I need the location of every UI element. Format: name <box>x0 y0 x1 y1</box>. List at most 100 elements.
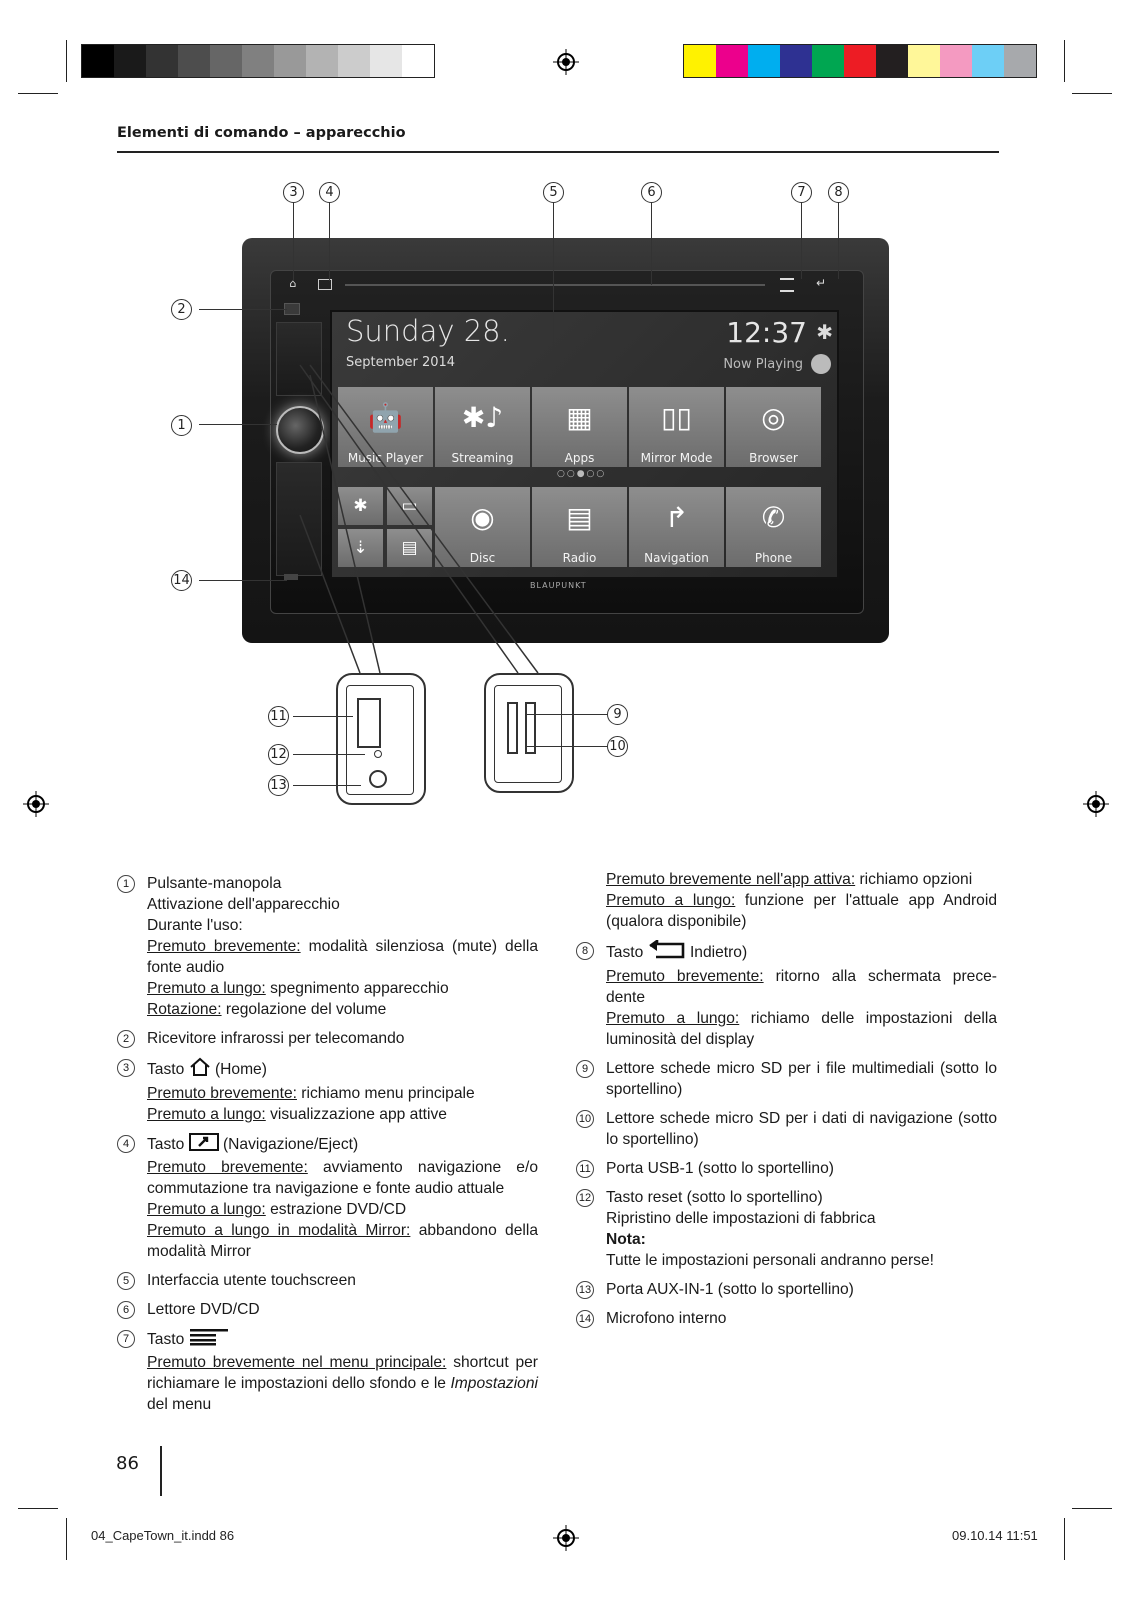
tile-apps[interactable]: ▦ Apps <box>532 387 627 467</box>
mini-usb-icon[interactable]: ⇣ <box>338 529 383 567</box>
swatch <box>716 45 748 77</box>
description-text: del menu <box>147 1396 212 1413</box>
bluetooth-music-icon: ✱♪ <box>461 401 504 434</box>
legend-item: Premuto brevemente nell'app attiva: rich… <box>576 869 997 932</box>
now-playing-label[interactable]: Now Playing <box>723 357 803 372</box>
legend-number: 14 <box>576 1310 594 1328</box>
callout-9: 9 <box>607 704 628 725</box>
description-text: Lettore DVD/CD <box>147 1301 260 1318</box>
tile-phone[interactable]: ✆ Phone <box>726 487 821 567</box>
header-rule <box>117 151 999 153</box>
nav-eject-button[interactable] <box>318 279 332 290</box>
legend-line: Ricevitore infrarossi per telecomando <box>147 1028 538 1049</box>
legend-line: Microfono interno <box>606 1308 997 1329</box>
tile-disc[interactable]: ◉ Disc <box>435 487 530 567</box>
tile-streaming[interactable]: ✱♪ Streaming <box>435 387 530 467</box>
swatch <box>338 45 370 77</box>
right-column: Premuto brevemente nell'app attiva: rich… <box>576 869 997 1337</box>
description-text: Microfono interno <box>606 1310 727 1327</box>
callout-8: 8 <box>828 182 849 203</box>
crop-mark <box>1064 1518 1065 1560</box>
swatch <box>812 45 844 77</box>
now-playing-disc-icon[interactable] <box>811 354 831 374</box>
heading-text: Tasto <box>147 1331 189 1349</box>
leader-line <box>293 201 294 281</box>
description-text: shortcut per richiamare le impostazioni … <box>147 1354 538 1392</box>
legend-line: Premuto brevemente nel menu principale: … <box>147 1352 538 1415</box>
heading-text: Tasto <box>606 944 648 962</box>
back-button[interactable]: ↵ <box>816 276 827 290</box>
swatch <box>876 45 908 77</box>
legend-item: 14 Microfono interno <box>576 1308 997 1329</box>
brand-logo: BLAUPUNKT <box>530 581 587 590</box>
description-text: regolazione del volume <box>221 1001 387 1018</box>
mini-bt-music-icon[interactable]: ✱ <box>338 487 383 525</box>
mini-sd-icon[interactable]: ▤ <box>387 529 432 567</box>
legend-line: Premuto a lungo: funzione per l'attuale … <box>606 890 997 932</box>
file-slug: 04_CapeTown_it.indd 86 <box>91 1528 235 1543</box>
note-label: Nota: <box>606 1231 646 1248</box>
heading-text: Tasto <box>147 1136 189 1154</box>
page-number-bar <box>160 1446 162 1496</box>
tile-label: Music Player <box>347 451 424 465</box>
heading-text: (Home) <box>210 1061 267 1079</box>
swatch <box>274 45 306 77</box>
description-text: Tutte le impostazioni personali andranno… <box>606 1252 934 1269</box>
tile-mirror-mode[interactable]: ▯▯ Mirror Mode <box>629 387 724 467</box>
legend-line: Attivazione dell'apparecchio <box>147 894 538 915</box>
legend-number: 1 <box>117 875 135 893</box>
tile-browser[interactable]: ◎ Browser <box>726 387 821 467</box>
device-figure: ⌂ ↵ Sunday 28. September 2014 12:37 ✱ No… <box>0 170 1131 830</box>
zoom-detail-right-inner <box>494 685 562 783</box>
legend-number: 13 <box>576 1281 594 1299</box>
legend-line: Premuto brevemente nell'app attiva: rich… <box>606 869 997 890</box>
swatch <box>306 45 338 77</box>
legend-line: Lettore DVD/CD <box>147 1299 538 1320</box>
sd-slot-navigation <box>525 702 536 754</box>
zoom-detail-left-inner <box>346 685 414 795</box>
screen-day: Sunday 28. <box>346 314 510 348</box>
tile-radio[interactable]: ▤ Radio <box>532 487 627 567</box>
leader-line <box>651 201 652 285</box>
description-text: Lettore schede micro SD per i dati di na… <box>606 1110 997 1148</box>
action-label: Premuto a lungo: <box>606 1010 740 1027</box>
description-text: visualizzazione app attive <box>265 1106 447 1123</box>
legend-number: 6 <box>117 1301 135 1319</box>
tile-music-player[interactable]: 🤖 Music Player <box>338 387 433 467</box>
callout-13: 13 <box>268 775 289 796</box>
tile-label: Streaming <box>451 451 514 465</box>
home-button[interactable]: ⌂ <box>289 277 297 290</box>
crop-mark <box>1072 1508 1112 1509</box>
legend-line: Premuto a lungo: richiamo delle impostaz… <box>606 1008 997 1050</box>
description-text: Porta USB-1 (sotto lo sportellino) <box>606 1160 834 1177</box>
legend-number: 12 <box>576 1189 594 1207</box>
tile-navigation[interactable]: ↱ Navigation <box>629 487 724 567</box>
leader-line <box>293 785 361 786</box>
description-text: Pulsante-manopola <box>147 875 282 892</box>
crop-mark <box>1072 93 1112 94</box>
mirror-icon: ▯▯ <box>661 401 692 434</box>
swatch <box>780 45 812 77</box>
leader-line <box>199 424 277 425</box>
description-text: richiamo menu principale <box>296 1085 475 1102</box>
heading-text: Tasto <box>147 1061 189 1079</box>
description-text: spegnimento apparecchio <box>265 980 449 997</box>
legend-line: Premuto brevemente: avviamento navigazio… <box>147 1157 538 1199</box>
swatch <box>940 45 972 77</box>
section-title: Elementi di comando – apparecchio <box>117 125 406 141</box>
crop-mark <box>66 1518 67 1560</box>
description-text: Porta AUX-IN-1 (sotto lo sportellino) <box>606 1281 854 1298</box>
legend-line: Ripristino delle impostazioni di fabbric… <box>606 1208 997 1229</box>
menu-button[interactable] <box>780 278 794 292</box>
crop-mark <box>18 1508 58 1509</box>
bluetooth-icon: ✱ <box>816 320 833 344</box>
swatch <box>370 45 402 77</box>
registration-mark-icon <box>1083 791 1109 817</box>
tile-label: Apps <box>564 451 595 465</box>
touchscreen[interactable]: Sunday 28. September 2014 12:37 ✱ Now Pl… <box>330 310 839 579</box>
callout-4: 4 <box>319 182 340 203</box>
